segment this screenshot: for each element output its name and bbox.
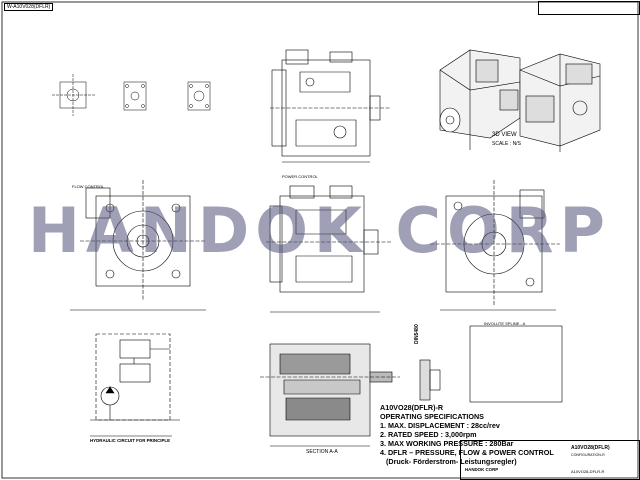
3d-view-scale: SCALE : N/S xyxy=(492,141,521,147)
title-part-name: A10VO28(DFLR) xyxy=(571,445,610,451)
flow-control-label: FLOW CONTROL xyxy=(72,184,105,189)
din-spline-detail xyxy=(419,359,441,401)
title-drawing-no: A10VO28-DFLR-R xyxy=(571,469,605,474)
title-description: CONFIGURATION-R xyxy=(571,453,605,457)
spec-model: A10VO28(DFLR)-R xyxy=(380,403,444,412)
hydraulic-circuit-label: HYDRAULIC CIRCUIT FOR PRINCIPLE xyxy=(90,438,171,443)
spec-line-5: (Druck- Förderstrom- Leistungsregler) xyxy=(386,457,517,466)
3d-view-right xyxy=(519,53,601,152)
revision-block xyxy=(538,1,640,15)
hydraulic-circuit xyxy=(90,333,180,437)
pump-rear-view xyxy=(430,180,560,311)
spec-line-3: 3. MAX WORKING PRESSURE : 280Bar xyxy=(380,439,514,448)
din-label: DIN5480 xyxy=(414,324,420,344)
spline-table-frame xyxy=(469,325,563,403)
title-company: HANDOK CORP xyxy=(465,467,499,472)
spec-line-4: 4. DFLR – PRESSURE, FLOW & POWER CONTROL xyxy=(380,448,554,457)
spec-line-1: 1. MAX. DISPLACEMENT : 28cc/rev xyxy=(380,421,500,430)
3d-view-label: 3D VIEW xyxy=(492,132,517,138)
spec-line-2: 2. RATED SPEED : 3,000rpm xyxy=(380,430,477,439)
spline-table-title: INVOLUTE SPLINE - A xyxy=(484,321,526,326)
drawing-corner-id: W-A10V028(DFLR) xyxy=(4,3,54,11)
section-a-a xyxy=(260,343,400,447)
pump-top-view xyxy=(270,49,390,163)
pump-front-view xyxy=(70,180,206,311)
title-block: A10VO28(DFLR) CONFIGURATION-R HANDOK COR… xyxy=(460,440,640,480)
spec-heading: OPERATING SPECIFICATIONS xyxy=(380,412,484,421)
port-detail-views xyxy=(52,74,211,116)
section-label: SECTION A-A xyxy=(306,449,338,455)
3d-view-left xyxy=(439,49,521,150)
pump-side-view xyxy=(266,185,392,313)
power-control-label: POWER CONTROL xyxy=(282,174,318,179)
